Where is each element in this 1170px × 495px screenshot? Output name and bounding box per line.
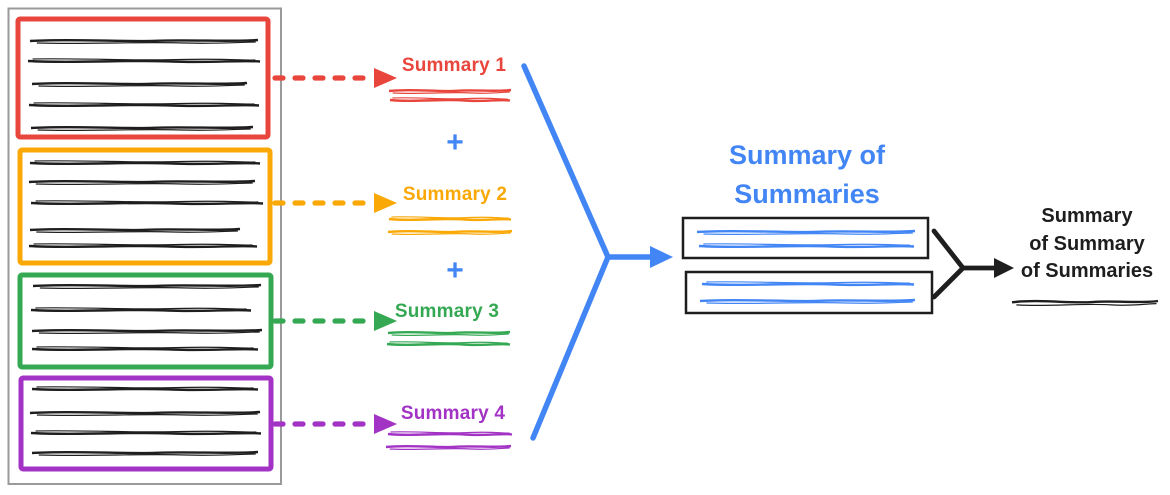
blue-merge-arrow <box>521 63 673 441</box>
red-dashed-arrow <box>272 68 397 88</box>
summary-2-label: Summary 2 <box>402 184 508 205</box>
summary-of-summaries-scribble-2 <box>700 282 915 304</box>
document-4-scribble-lines <box>30 387 261 456</box>
summary-of-summaries-title-line2: Summaries <box>734 179 880 209</box>
summary-of-summaries-title: Summary of Summaries <box>674 136 940 214</box>
summary-of-summaries-box-1 <box>681 216 930 260</box>
summary-4-label: Summary 4 <box>400 403 506 424</box>
summary-of-summaries-box-2 <box>684 270 934 315</box>
document-2-scribble-lines <box>29 161 263 247</box>
final-summary-label-line3: of Summaries <box>1020 260 1154 282</box>
plus-operator-2: + <box>446 254 464 287</box>
black-merge-arrow <box>931 228 1014 300</box>
final-summary-label-line1: Summary <box>1041 205 1133 227</box>
final-summary-scribble <box>1010 299 1160 308</box>
summary-3-label: Summary 3 <box>394 301 500 322</box>
document-stack-frame <box>7 7 282 485</box>
document-box-3 <box>17 272 274 370</box>
document-3-scribble-lines <box>31 285 262 350</box>
plus-operator-1: + <box>446 126 464 159</box>
purple-dashed-arrow <box>272 414 397 434</box>
document-box-1 <box>15 16 271 140</box>
summary-of-summaries-title-line1: Summary of <box>728 140 886 170</box>
final-summary-label-line2: of Summary <box>1029 232 1145 255</box>
summary-of-summaries-scribble-1 <box>697 231 915 247</box>
summary-4-scribble <box>384 430 514 451</box>
yellow-dashed-arrow <box>272 193 397 213</box>
document-box-2 <box>17 147 273 266</box>
document-box-4 <box>18 375 274 472</box>
green-dashed-arrow <box>272 311 397 331</box>
summary-1-scribble <box>387 88 513 103</box>
summary-3-scribble <box>385 330 512 347</box>
final-summary-label: Summary of Summary of Summaries <box>1008 203 1166 286</box>
document-1-scribble-lines <box>28 40 260 130</box>
summary-1-label: Summary 1 <box>401 55 507 76</box>
summary-2-scribble <box>386 215 514 236</box>
